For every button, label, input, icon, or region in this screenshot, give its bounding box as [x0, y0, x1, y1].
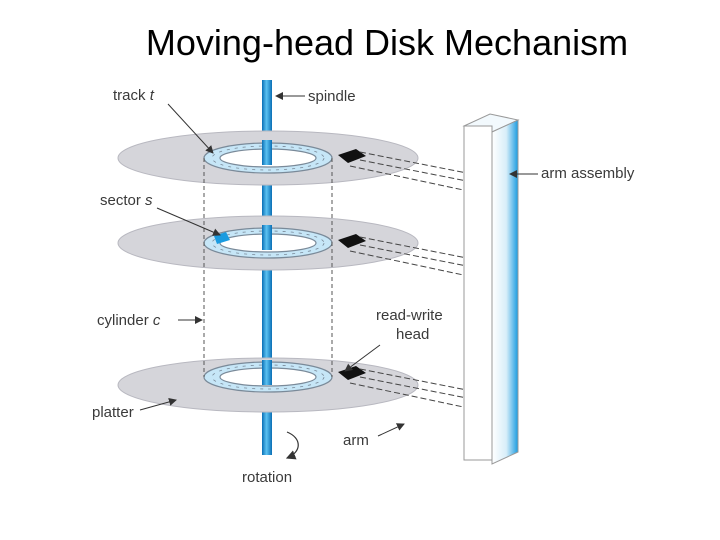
- label-arm-assembly: arm assembly: [541, 165, 635, 182]
- arm-assembly-column: [462, 113, 520, 465]
- label-leaders: [139, 92, 538, 437]
- read-write-heads: [338, 149, 366, 380]
- label-rotation: rotation: [242, 469, 292, 486]
- label-spindle: spindle: [308, 88, 356, 105]
- label-read-write-1: read-write: [376, 307, 443, 324]
- label-read-write-2: head: [396, 326, 429, 343]
- platter-middle: [117, 215, 419, 271]
- slide-title: Moving-head Disk Mechanism: [145, 22, 629, 63]
- label-cylinder: cylinder c: [97, 312, 161, 329]
- rotation-arrow: [285, 431, 299, 460]
- label-track: track t: [113, 87, 155, 104]
- label-arm: arm: [343, 432, 369, 449]
- platter-top: [117, 130, 419, 186]
- label-sector: sector s: [100, 192, 153, 209]
- cylinder-outline: [203, 158, 333, 377]
- label-platter: platter: [92, 404, 134, 421]
